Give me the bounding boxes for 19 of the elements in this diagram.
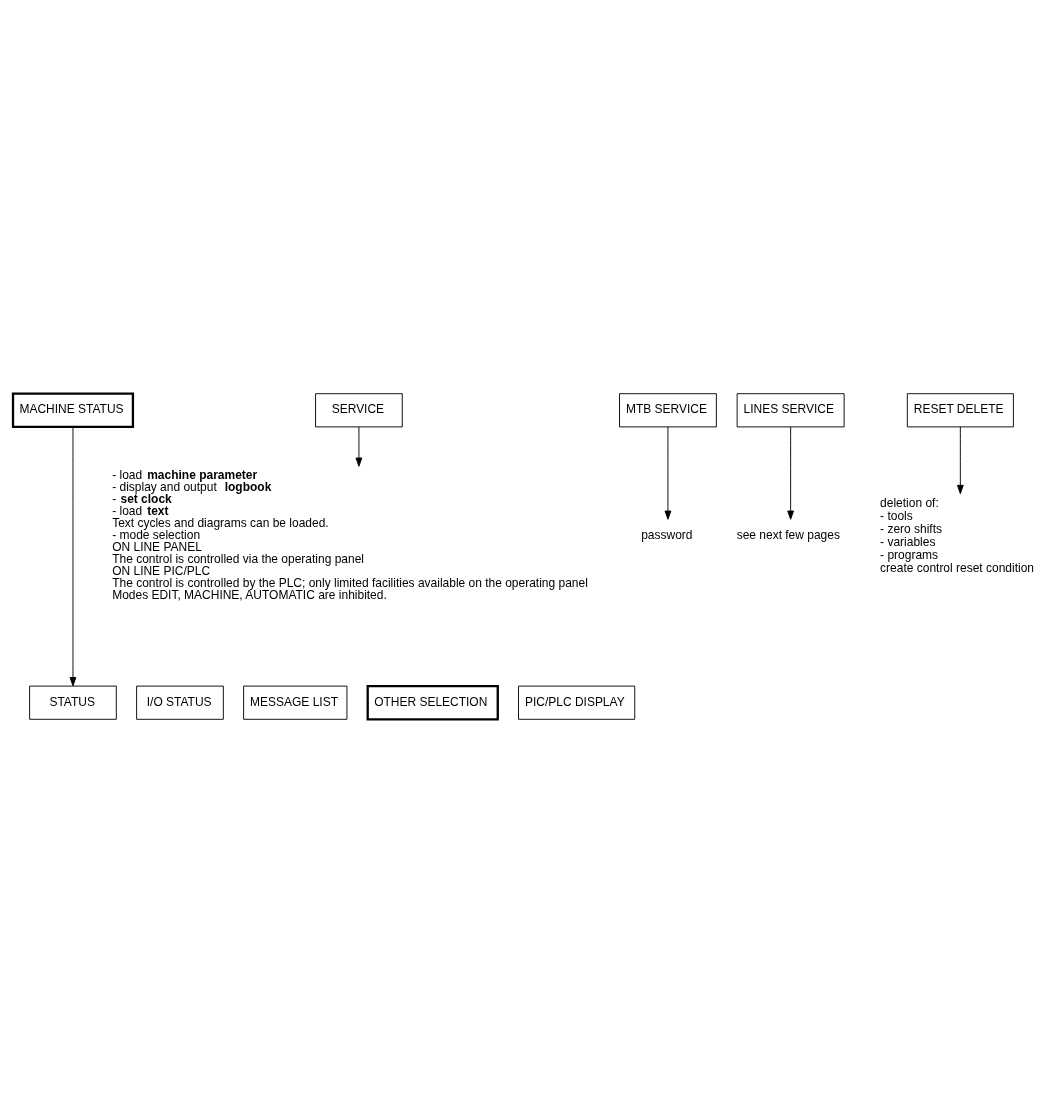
node-box: PIC/PLC DISPLAY — [518, 685, 636, 720]
arrow — [787, 425, 794, 520]
node-text: - load machine parameter - display and output logbook - set clock - load text Text cycles and diagrams can be loaded. - mode selection ON LINE PANEL The control is controlled via the operating panel ON LINE PIC/PLC The control is controlled by the PLC; only limited facilities available on the operating panel Modes EDIT, MACHINE, AUTOMATIC are inhibited. — [112, 467, 588, 602]
node-text: deletion of: - tools - zero shifts - variables - programs create control reset condition — [880, 495, 1034, 575]
node-box: STATUS — [29, 685, 117, 720]
arrow — [69, 426, 77, 686]
node-box: RESET DELETE — [906, 392, 1014, 427]
node-text: password — [641, 527, 693, 542]
node-box: LINES SERVICE — [736, 392, 845, 427]
arrow — [355, 425, 363, 467]
node-text: see next few pages — [736, 527, 840, 542]
node-box: OTHER SELECTION — [366, 684, 499, 720]
node-box: I/O STATUS — [136, 685, 224, 720]
node-box: MTB SERVICE — [619, 392, 717, 427]
arrow — [664, 425, 672, 520]
node-box: SERVICE — [315, 392, 403, 427]
node-box: MESSAGE LIST — [243, 685, 348, 720]
arrow — [957, 425, 964, 494]
node-box: MACHINE STATUS — [11, 392, 135, 428]
